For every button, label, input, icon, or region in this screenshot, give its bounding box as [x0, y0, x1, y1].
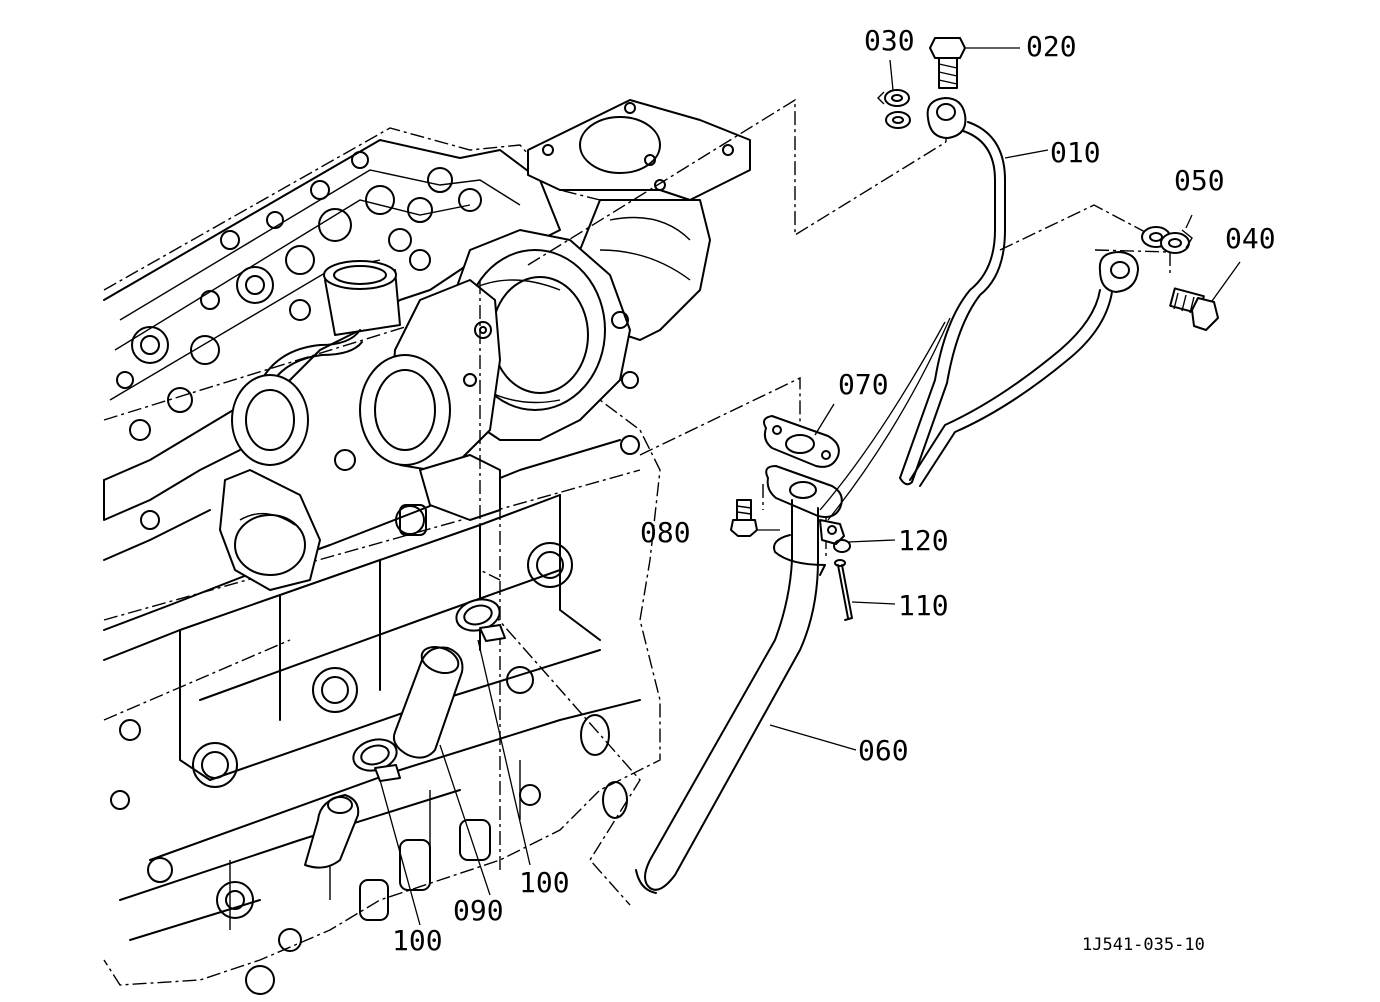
- oil-feed-pipe-010: [899, 97, 1006, 486]
- callout-070: 070: [838, 368, 889, 401]
- callout-010: 010: [1050, 136, 1101, 169]
- hose-clamp-100-upper: [455, 598, 506, 642]
- callout-020: 020: [1026, 30, 1077, 63]
- hose-clamp-100-lower: [352, 738, 401, 782]
- callout-040: 040: [1225, 222, 1276, 255]
- cotter-pin-110: [834, 559, 853, 621]
- callout-100-right: 100: [519, 866, 570, 899]
- callout-110: 110: [898, 589, 949, 622]
- callout-050: 050: [1174, 164, 1225, 197]
- gasket-050: [1141, 226, 1193, 254]
- hose-090: [392, 645, 464, 759]
- leader-lines: [379, 47, 1241, 926]
- flange-gasket-070: [763, 415, 840, 468]
- gasket-030: [877, 89, 911, 129]
- callout-090: 090: [453, 894, 504, 927]
- clip-120: [819, 519, 851, 553]
- turbocharger: [231, 99, 751, 536]
- callout-120: 120: [898, 524, 949, 557]
- oil-return-pipe: [909, 251, 1139, 487]
- lower-pipe-stub: [304, 794, 360, 869]
- oil-return-pipe-060: [635, 465, 843, 894]
- drawing-code: 1J541-035-10: [1082, 935, 1205, 955]
- callout-080: 080: [640, 516, 691, 549]
- callout-060: 060: [858, 734, 909, 767]
- callout-labels: 010 020 030 040 050 060 070 080 090 100 …: [392, 24, 1276, 957]
- banjo-bolt-020: [929, 37, 966, 89]
- bolt-080: [730, 499, 758, 537]
- banjo-bolt-040: [1169, 287, 1219, 331]
- engine-block: [103, 127, 661, 995]
- callout-030: 030: [864, 24, 915, 57]
- callout-100-left: 100: [392, 924, 443, 957]
